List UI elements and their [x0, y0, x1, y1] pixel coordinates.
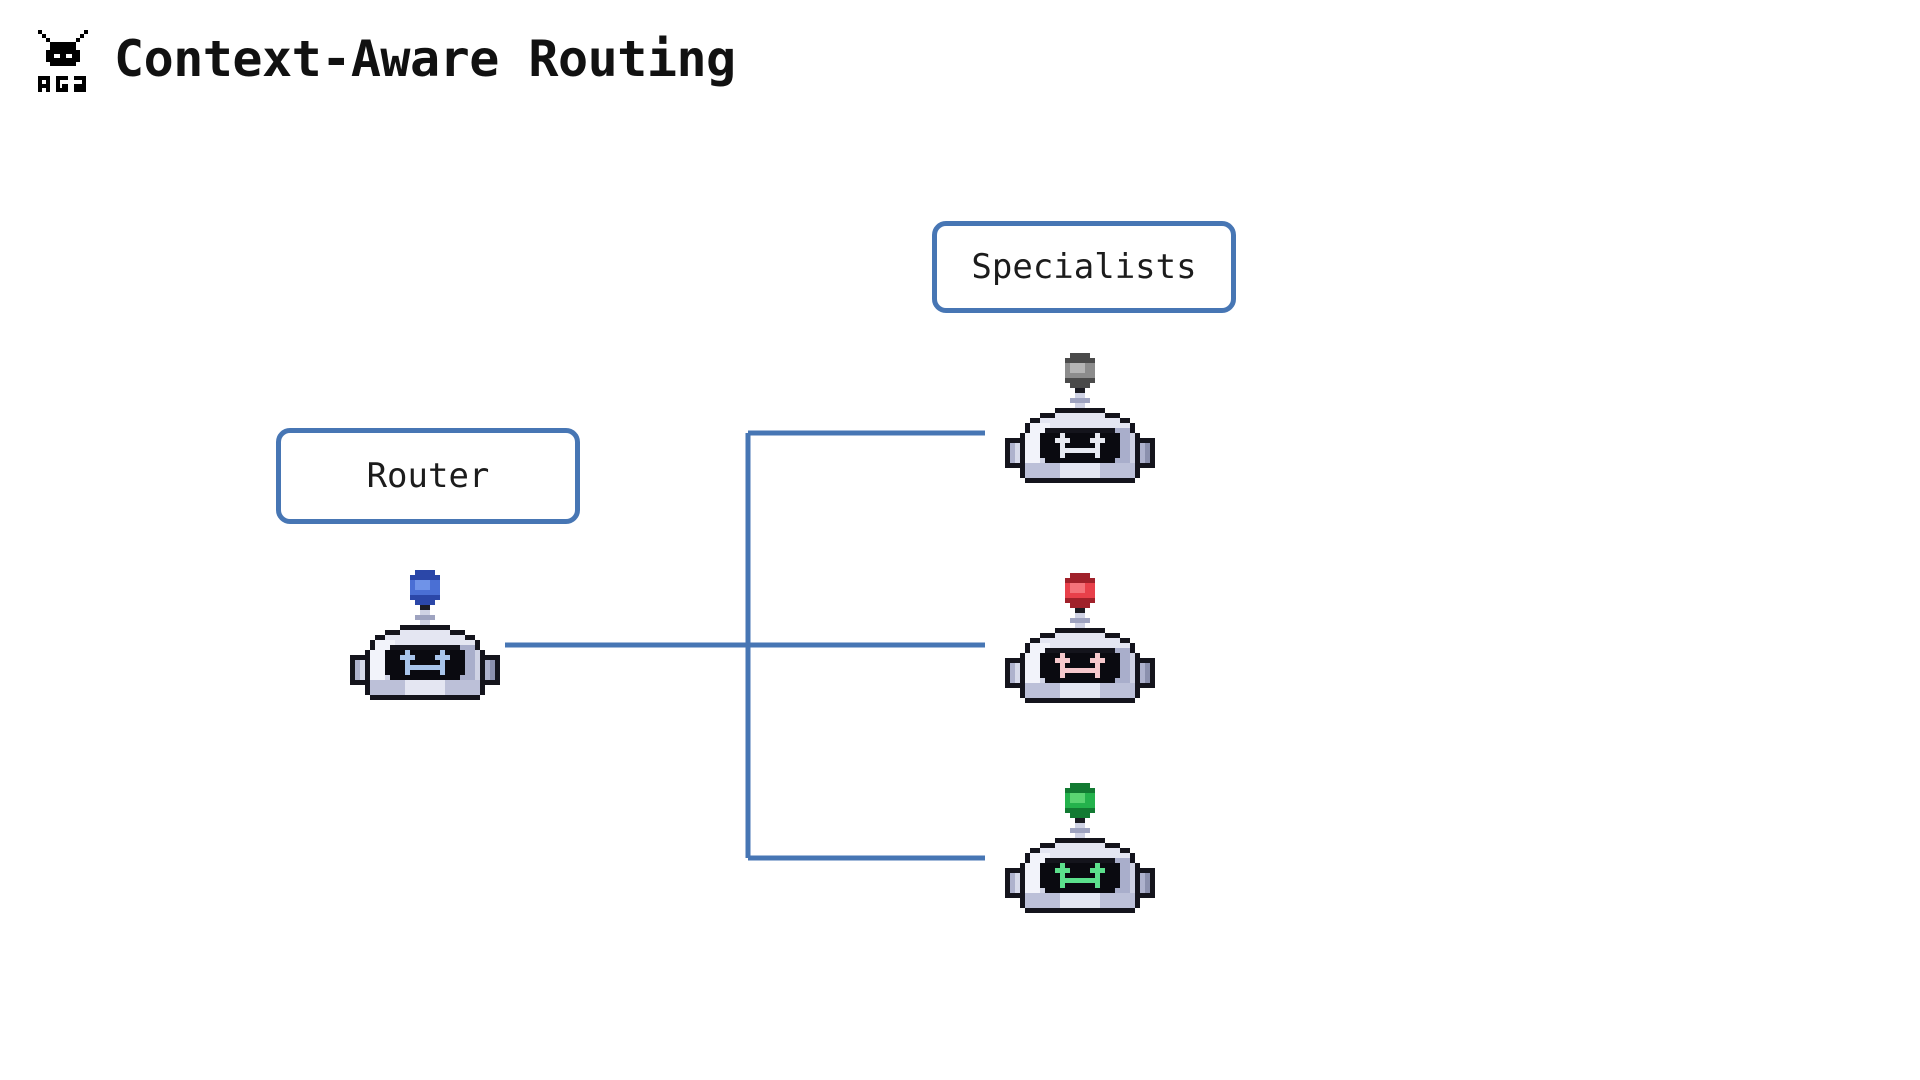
page-header: Context-Aware Routing: [34, 26, 736, 92]
robot-avatar-specialist-2[interactable]: [995, 568, 1165, 738]
group-box-router[interactable]: Router: [276, 428, 580, 524]
page-title: Context-Aware Routing: [114, 30, 736, 88]
robot-avatar-router[interactable]: [340, 565, 510, 735]
robot-avatar-specialist-1[interactable]: [995, 348, 1165, 518]
robot-avatar-specialist-3[interactable]: [995, 778, 1165, 948]
group-label-router: Router: [366, 456, 490, 496]
group-box-specialists[interactable]: Specialists: [932, 221, 1236, 313]
ag2-robot-logo-icon: [34, 26, 96, 92]
group-label-specialists: Specialists: [971, 247, 1197, 287]
